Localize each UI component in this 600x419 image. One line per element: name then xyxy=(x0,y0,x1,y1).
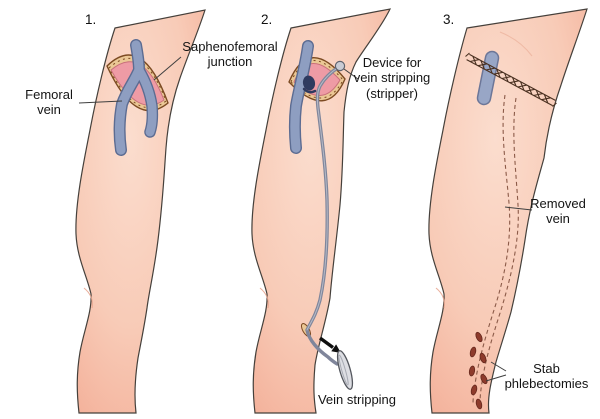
label-vein-stripping: Vein stripping xyxy=(317,392,397,407)
knee-crease-2 xyxy=(259,287,269,309)
knee-crease-3 xyxy=(435,287,445,309)
cut-vein-end xyxy=(302,75,317,94)
panel-3-number: 3. xyxy=(443,12,455,27)
panel-1-graphic xyxy=(75,9,206,414)
stab-phlebectomy-marks xyxy=(468,331,488,410)
suture-line xyxy=(465,52,557,107)
leader-line-stab-1 xyxy=(490,361,507,372)
stripper-knob xyxy=(334,60,346,72)
leader-line-saphenofemoral xyxy=(153,56,182,81)
leader-line-femoral-vein xyxy=(78,100,123,104)
label-femoral-vein: Femoral vein xyxy=(25,87,73,118)
stripper-wire xyxy=(305,65,341,366)
panel-2-number: 2. xyxy=(261,12,273,27)
panel-2-graphic xyxy=(251,8,392,414)
leg-graphic-3 xyxy=(428,8,588,414)
leg-graphic-2 xyxy=(251,8,392,414)
femoral-vein-graphic xyxy=(113,39,159,156)
suture-end-knots xyxy=(465,52,557,107)
leader-line-removed-vein xyxy=(504,206,533,211)
leg-graphic-1 xyxy=(75,9,206,414)
label-stab-phlebectomies: Stab phlebectomies xyxy=(504,361,589,392)
leader-line-stripper xyxy=(343,68,359,80)
panel-3-graphic xyxy=(428,8,588,414)
femoral-vein-graphic-2 xyxy=(288,40,314,154)
panel-1-number: 1. xyxy=(85,12,97,27)
pull-direction-arrow xyxy=(318,336,341,353)
label-saphenofemoral-junction: Saphenofemoral junction xyxy=(182,39,278,70)
label-removed-vein: Removed vein xyxy=(530,196,586,227)
knee-crease-1 xyxy=(83,287,93,309)
vein-stub xyxy=(476,50,500,106)
leader-line-stab-2 xyxy=(485,374,507,382)
label-stripper-device: Device for vein stripping (stripper) xyxy=(353,55,431,101)
stripper-handle xyxy=(336,350,354,390)
hip-crease-3 xyxy=(499,31,533,57)
